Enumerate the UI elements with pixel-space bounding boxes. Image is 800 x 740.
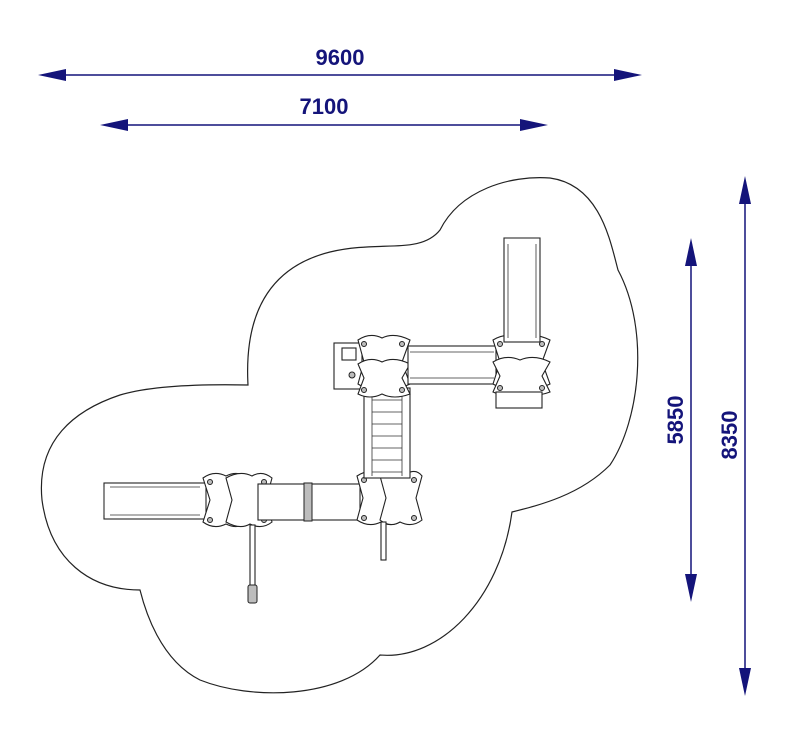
- dimension-depth-structure: 5850: [663, 238, 697, 602]
- dimension-width-structure: 7100: [100, 94, 548, 131]
- play-panel: [333, 342, 363, 390]
- tower-upper-middle: [357, 334, 411, 398]
- pole-left: [247, 524, 258, 604]
- tower-middle: [356, 470, 423, 526]
- slide-right: [503, 237, 541, 343]
- slide-left: [103, 482, 207, 520]
- dimension-width-structure-label: 7100: [300, 94, 349, 119]
- dimension-width-overall-label: 9600: [316, 45, 365, 70]
- dimension-depth-overall: 8350: [717, 176, 751, 696]
- pole-middle: [380, 521, 387, 561]
- safety-zone-outline: [40, 177, 639, 694]
- dimension-depth-overall-label: 8350: [717, 411, 742, 460]
- tower-upper-right: [492, 334, 551, 409]
- bridge-left-middle: [257, 482, 361, 522]
- dimension-depth-structure-label: 5850: [663, 396, 688, 445]
- bridge-upper: [407, 345, 497, 385]
- net-bridge-vertical: [363, 387, 411, 479]
- dimension-width-overall: 9600: [38, 45, 642, 81]
